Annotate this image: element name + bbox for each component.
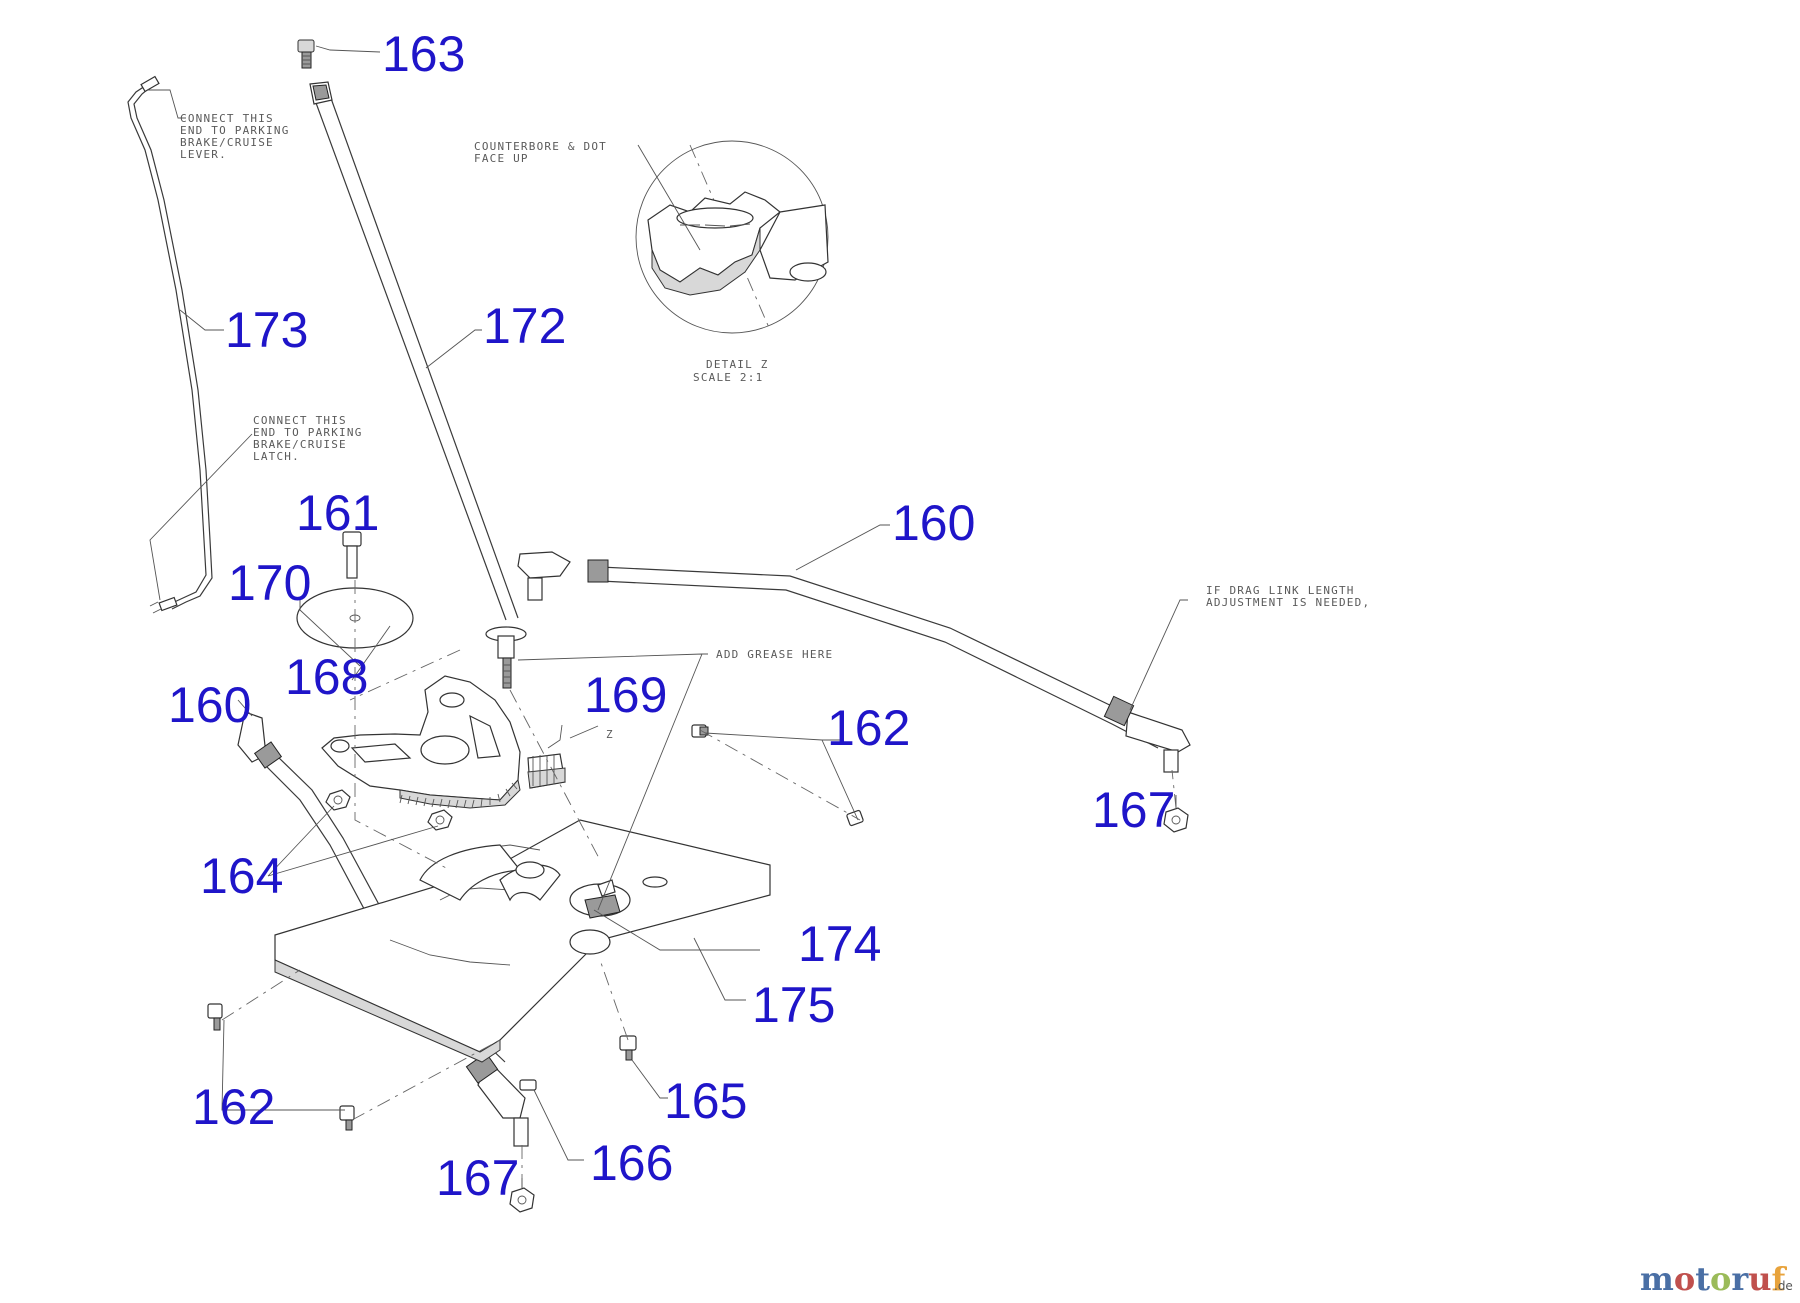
bolt-165 (619, 1035, 637, 1061)
callout-175: 175 (752, 977, 835, 1033)
nut-164-a (325, 789, 351, 811)
logo-letter-0: m (1640, 1260, 1674, 1298)
steering-plate-175 (274, 819, 771, 1063)
sector-gear-168 (321, 675, 521, 809)
svg-text:CONNECT THIS: CONNECT THIS (253, 414, 347, 427)
assembly-centerlines (221, 580, 1177, 1188)
svg-text:END TO PARKING: END TO PARKING (180, 124, 290, 137)
callout-160-right: 160 (892, 495, 975, 551)
callout-170: 170 (228, 555, 311, 611)
note-connect-latch: CONNECT THIS END TO PARKING BRAKE/CRUISE… (253, 414, 363, 463)
nut-164-b (427, 809, 453, 831)
logo-letter-1: o (1674, 1260, 1695, 1298)
bolt-161 (342, 531, 362, 579)
bolt-166 (519, 1079, 537, 1091)
callout-172: 172 (483, 298, 566, 354)
detail-z-marker: Z (606, 728, 614, 741)
bolt-162-d (339, 1105, 355, 1131)
drag-link-right-160 (517, 551, 1191, 773)
svg-text:IF DRAG LINK LENGTH: IF DRAG LINK LENGTH (1206, 584, 1355, 597)
note-detail-z: DETAIL Z SCALE 2:1 (693, 358, 769, 384)
logo-letter-3: o (1710, 1260, 1731, 1298)
svg-text:ADJUSTMENT IS NEEDED,: ADJUSTMENT IS NEEDED, (1206, 596, 1370, 609)
note-add-grease: ADD GREASE HERE (716, 648, 833, 661)
logo-letter-6: f (1771, 1260, 1787, 1298)
svg-text:BRAKE/CRUISE: BRAKE/CRUISE (180, 136, 274, 149)
note-counterbore: COUNTERBORE & DOT FACE UP (474, 140, 607, 165)
logo-letter-2: t (1695, 1260, 1710, 1298)
logo-letter-5: u (1748, 1260, 1771, 1298)
callout-162-top: 162 (827, 700, 910, 756)
svg-text:BRAKE/CRUISE: BRAKE/CRUISE (253, 438, 347, 451)
callout-166: 166 (590, 1135, 673, 1191)
bolt-162-b (846, 809, 864, 827)
callout-162-bottom: 162 (192, 1079, 275, 1135)
logo-suffix: .de (1774, 1279, 1793, 1293)
callout-161: 161 (296, 485, 379, 541)
callout-167-bottom: 167 (436, 1150, 519, 1206)
detail-z-gear-closeup (635, 140, 829, 334)
callout-164: 164 (200, 848, 283, 904)
nut-167-bottom (509, 1187, 535, 1213)
bolt-163 (297, 39, 315, 69)
callout-labels: 163 173 172 161 170 160 168 169 160 162 … (168, 26, 1175, 1206)
svg-text:COUNTERBORE & DOT: COUNTERBORE & DOT (474, 140, 607, 153)
callout-163: 163 (382, 26, 465, 82)
pinion-gear-169 (527, 724, 566, 789)
logo-letter-4: r (1731, 1260, 1749, 1298)
callout-173: 173 (225, 302, 308, 358)
motoruf-logo: motoruf .de (1640, 1260, 1793, 1298)
bolt-162-a (691, 724, 709, 738)
svg-text:LATCH.: LATCH. (253, 450, 300, 463)
note-drag-link: IF DRAG LINK LENGTH ADJUSTMENT IS NEEDED… (1206, 584, 1370, 609)
svg-text:LEVER.: LEVER. (180, 148, 227, 161)
svg-text:DETAIL Z: DETAIL Z (706, 358, 769, 371)
svg-text:FACE UP: FACE UP (474, 152, 529, 165)
steering-shaft-172 (309, 81, 527, 689)
callout-169: 169 (584, 667, 667, 723)
leader-lines (148, 45, 1188, 1188)
callout-160-left: 160 (168, 677, 251, 733)
callout-167-right: 167 (1092, 782, 1175, 838)
svg-text:motoruf: motoruf (1640, 1260, 1787, 1298)
callout-168: 168 (285, 649, 368, 705)
note-connect-lever: CONNECT THIS END TO PARKING BRAKE/CRUISE… (180, 112, 290, 161)
svg-text:SCALE 2:1: SCALE 2:1 (693, 371, 763, 384)
callout-165: 165 (664, 1073, 747, 1129)
bolt-162-c (207, 1003, 223, 1031)
svg-text:END TO PARKING: END TO PARKING (253, 426, 363, 439)
callout-174: 174 (798, 916, 881, 972)
svg-text:CONNECT THIS: CONNECT THIS (180, 112, 274, 125)
brake-cruise-rod-173 (127, 75, 213, 614)
nut-167-right (1163, 807, 1189, 833)
